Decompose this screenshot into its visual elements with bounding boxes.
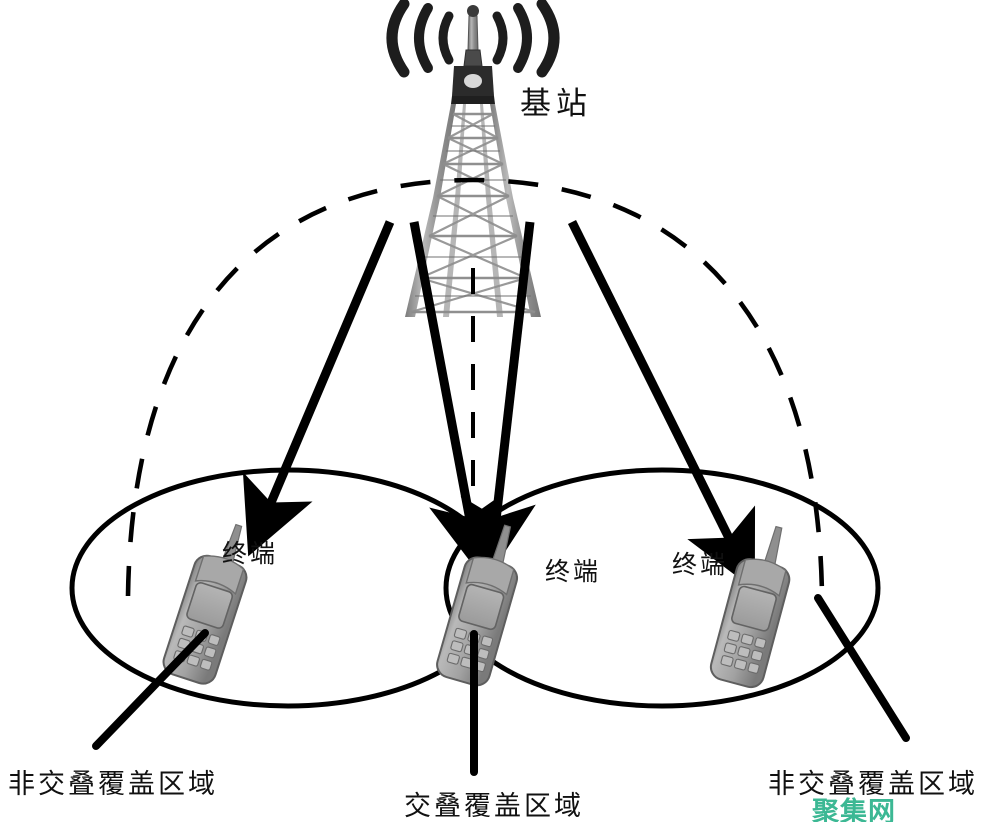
terminal-label-center: 终端 xyxy=(545,557,602,586)
non-overlap-coverage-label-left: 非交叠覆盖区域 xyxy=(8,769,218,800)
coverage-ellipse-right xyxy=(443,467,881,709)
non-overlap-coverage-label-right: 非交叠覆盖区域 xyxy=(768,769,978,800)
downlink-arrows-group xyxy=(242,219,756,590)
downlink-arrow-icon-left xyxy=(242,220,395,557)
terminal-label-right: 终端 xyxy=(672,550,729,579)
leader-line-non-overlap-left xyxy=(92,629,209,750)
site-watermark: 聚集网 xyxy=(812,797,896,822)
coverage-dome-dashed xyxy=(125,177,825,597)
base-station-label: 基站 xyxy=(520,86,592,122)
terminal-label-left: 终端 xyxy=(222,539,279,568)
leader-line-non-overlap-right xyxy=(814,594,910,742)
overlap-coverage-label-center: 交叠覆盖区域 xyxy=(404,791,584,822)
downlink-arrow-icon-right xyxy=(567,219,756,590)
signal-waves-icon xyxy=(386,0,560,78)
downlink-arrow-icon-center-right xyxy=(460,221,536,576)
downlink-arrow-icon-center-left xyxy=(409,221,504,575)
